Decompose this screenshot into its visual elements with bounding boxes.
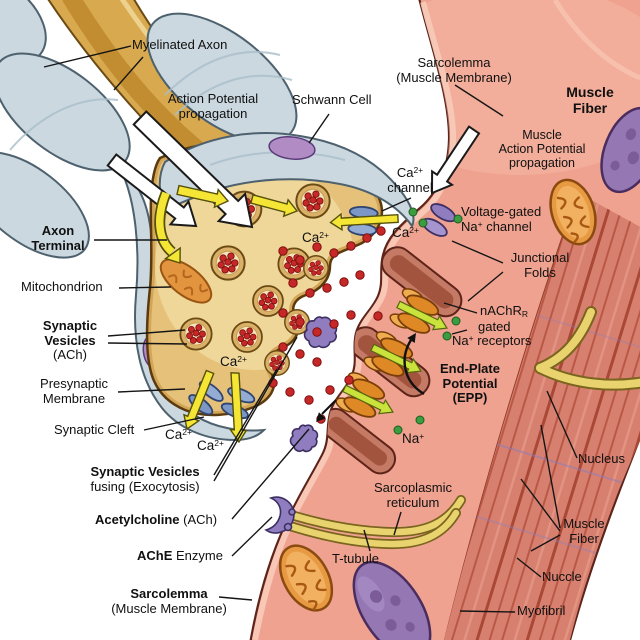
black-small-arrow: [316, 399, 337, 422]
label-ca-ion: Ca2+: [165, 427, 192, 442]
label-ca-ion: Ca2+: [302, 230, 329, 245]
label-vesicles-fusing: Synaptic Vesicles fusing (Exocytosis): [90, 464, 200, 494]
ache-enzyme-shape: [264, 316, 338, 534]
label-na-ion: Na+: [402, 431, 425, 446]
muscle-fiber-shape: [249, 0, 640, 640]
label-ca-channel: Ca2+ channel: [387, 165, 433, 195]
mitochondrion-shape: [278, 178, 597, 612]
na-ions: [393, 207, 463, 435]
label-presynaptic-membrane: Presynaptic Membrane: [40, 376, 108, 406]
ach-molecules: [268, 226, 386, 424]
label-action-potential: Action Potential propagation: [167, 91, 259, 121]
label-synaptic-cleft: Synaptic Cleft: [54, 422, 135, 437]
label-mitochondrion: Mitochondrion: [21, 279, 103, 294]
label-schwann-cell: Schwann Cell: [292, 92, 372, 107]
label-axon-terminal: Axon Terminal: [31, 223, 85, 253]
label-sarcoplasmic-reticulum: Sarcoplasmic reticulum: [373, 480, 453, 510]
label-end-plate-potential: End-Plate Potential (EPP): [440, 361, 500, 406]
label-acetylcholine: Acetylcholine (ACh): [95, 512, 218, 527]
label-nachr-gated: gated: [478, 319, 511, 334]
muscle-ap-arrow: [430, 125, 481, 195]
yellow-curved-arrow: [154, 190, 181, 264]
label-myelinated-axon: Myelinated Axon: [132, 37, 228, 52]
label-junctional-folds: Junctional Folds: [510, 250, 570, 280]
schwann-nucleus-shape: [268, 136, 316, 160]
label-nachr: nAChRR: [480, 303, 529, 319]
label-sarcolemma-top: Sarcolemma (Muscle Membrane): [396, 55, 512, 85]
label-ca-ion: Ca2+: [220, 354, 247, 369]
label-nachr-receptors: Na+ receptors: [452, 333, 532, 348]
leader-lines: [43, 45, 578, 613]
label-ca-ion: Ca2+: [392, 225, 419, 240]
label-nucleus: Nucleus: [578, 451, 625, 466]
label-synaptic-vesicles: Synaptic Vesicles (ACh): [42, 318, 98, 363]
label-sarcolemma-bottom: Sarcolemma (Muscle Membrane): [111, 586, 227, 616]
label-muscle-fiber-bottom: Muscle Fiber: [563, 516, 605, 546]
label-ca-ion: Ca2+: [197, 438, 224, 453]
label-muscle-action-potential: Muscle Action Potential propagation: [498, 128, 586, 170]
label-t-tubule: T-tubule: [332, 551, 379, 566]
label-nuccle: Nuccle: [542, 569, 582, 584]
label-myofibril: Myofibril: [517, 603, 566, 618]
label-voltage-gated-channel: Voltage-gated Na+ channel: [461, 204, 542, 234]
label-muscle-fiber-top: Muscle Fiber: [566, 84, 614, 116]
muscle-nucleus-shape: [352, 106, 640, 640]
epp-curved-arrow: [403, 333, 425, 396]
label-ache-enzyme: AChE Enzyme: [137, 548, 223, 563]
yellow-arrows: [176, 184, 399, 444]
